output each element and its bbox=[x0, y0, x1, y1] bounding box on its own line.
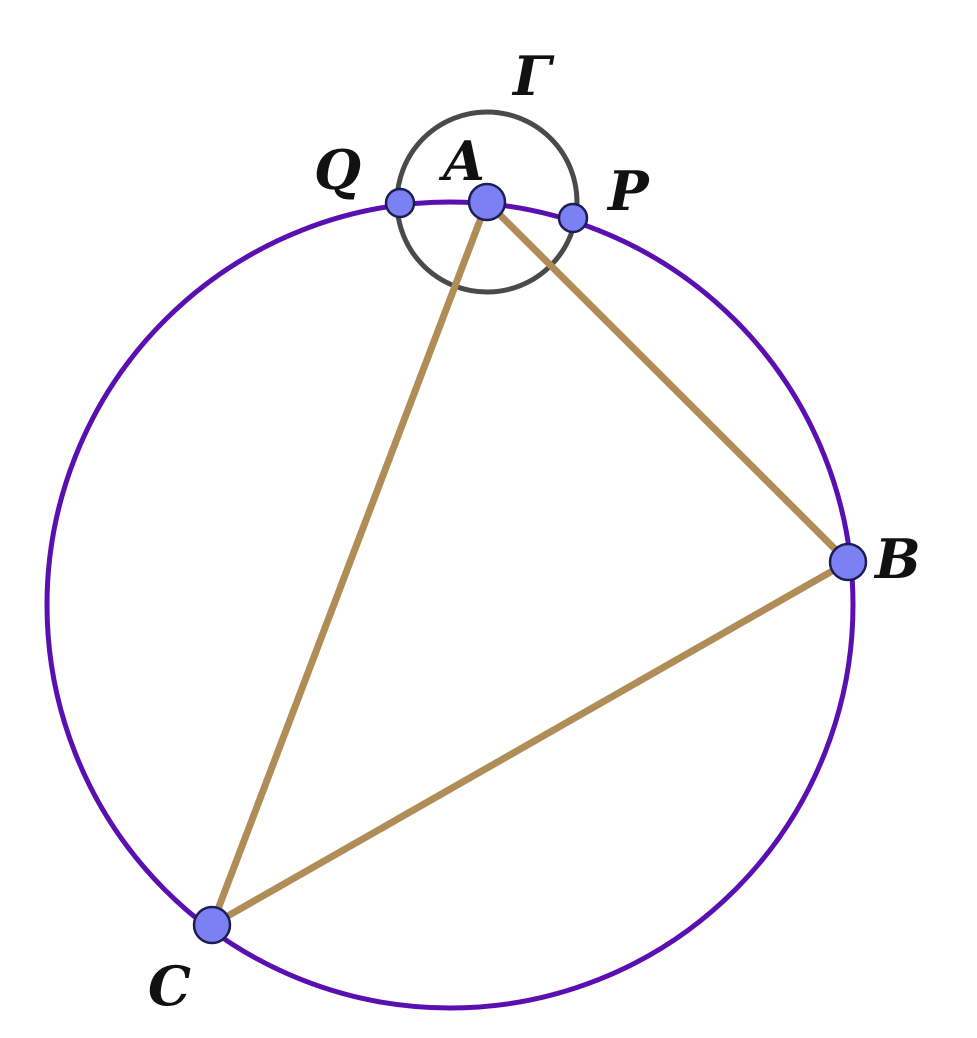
circumcircle bbox=[44, 199, 856, 1011]
point-q bbox=[384, 187, 416, 219]
point-c bbox=[192, 905, 232, 945]
point-p bbox=[557, 202, 589, 234]
segment-ab bbox=[483, 198, 852, 566]
segment-ac bbox=[208, 198, 491, 929]
label-c: C bbox=[148, 954, 191, 1018]
segment-bc bbox=[208, 558, 852, 929]
label-gamma: Γ bbox=[511, 44, 555, 108]
label-b: B bbox=[873, 527, 921, 591]
label-p: P bbox=[606, 159, 650, 223]
label-a: A bbox=[438, 129, 485, 193]
label-q: Q bbox=[314, 138, 361, 202]
point-b bbox=[828, 542, 868, 582]
point-a bbox=[467, 182, 507, 222]
